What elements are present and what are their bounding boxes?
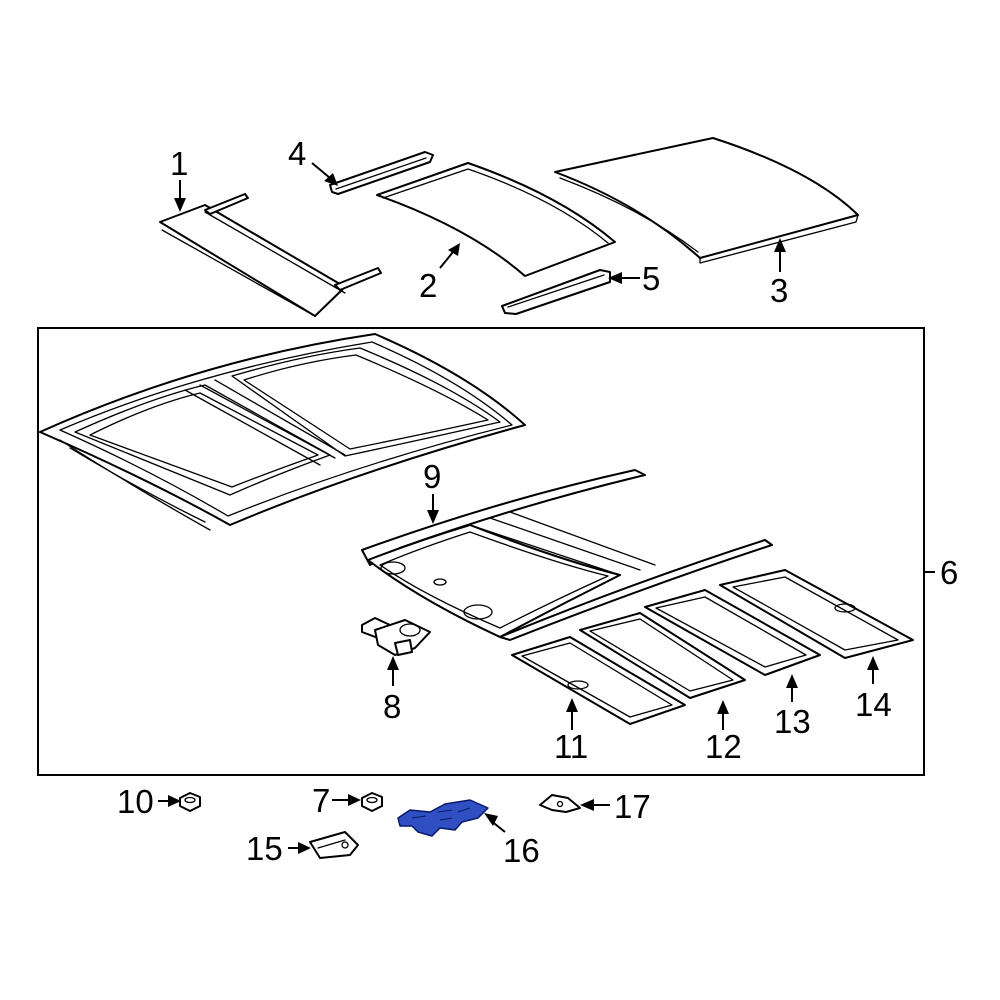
callout-15: 15: [246, 830, 283, 867]
sunroof-frame-assembly: [39, 333, 526, 531]
part-12-panel: [579, 612, 746, 699]
part-16-insulator: [397, 799, 489, 837]
part-7-nut: [361, 792, 383, 812]
part-11-panel: [511, 636, 686, 725]
part-3-roof-panel: [554, 137, 859, 264]
part-17-clip: [539, 794, 581, 813]
callout-12: 12: [705, 728, 742, 765]
callout-3: 3: [770, 272, 788, 309]
part-5-rear-rail: [501, 269, 611, 315]
part-2-glass-panel: [376, 162, 616, 277]
callout-9: 9: [423, 458, 441, 495]
part-8-motor: [361, 617, 431, 656]
callout-7: 7: [312, 782, 330, 819]
callout-8: 8: [383, 688, 401, 725]
callout-13: 13: [774, 703, 811, 740]
callout-1: 1: [170, 145, 188, 182]
callout-16: 16: [503, 832, 540, 869]
callout-6: 6: [940, 554, 958, 591]
part-10-nut: [179, 792, 201, 812]
callout-4: 4: [288, 135, 306, 172]
part-14-panel: [719, 569, 914, 659]
callout-5: 5: [642, 260, 660, 297]
callout-14: 14: [855, 686, 892, 723]
part-9-housing-frame: [361, 469, 773, 641]
part-1-sunshade: [159, 193, 382, 317]
callout-11: 11: [554, 728, 588, 765]
callout-17: 17: [614, 788, 651, 825]
leader-lines: [158, 162, 935, 854]
part-4-front-rail: [329, 151, 434, 195]
callout-2: 2: [419, 267, 437, 304]
callout-labels: 1 4 2 5 3 9 6 8 11 12 13 14 10 7 15 16 1…: [117, 135, 958, 869]
assembly-6-box: [37, 327, 925, 776]
callout-10: 10: [117, 783, 154, 820]
part-15-bracket: [309, 831, 359, 859]
part-13-panel: [644, 589, 821, 676]
